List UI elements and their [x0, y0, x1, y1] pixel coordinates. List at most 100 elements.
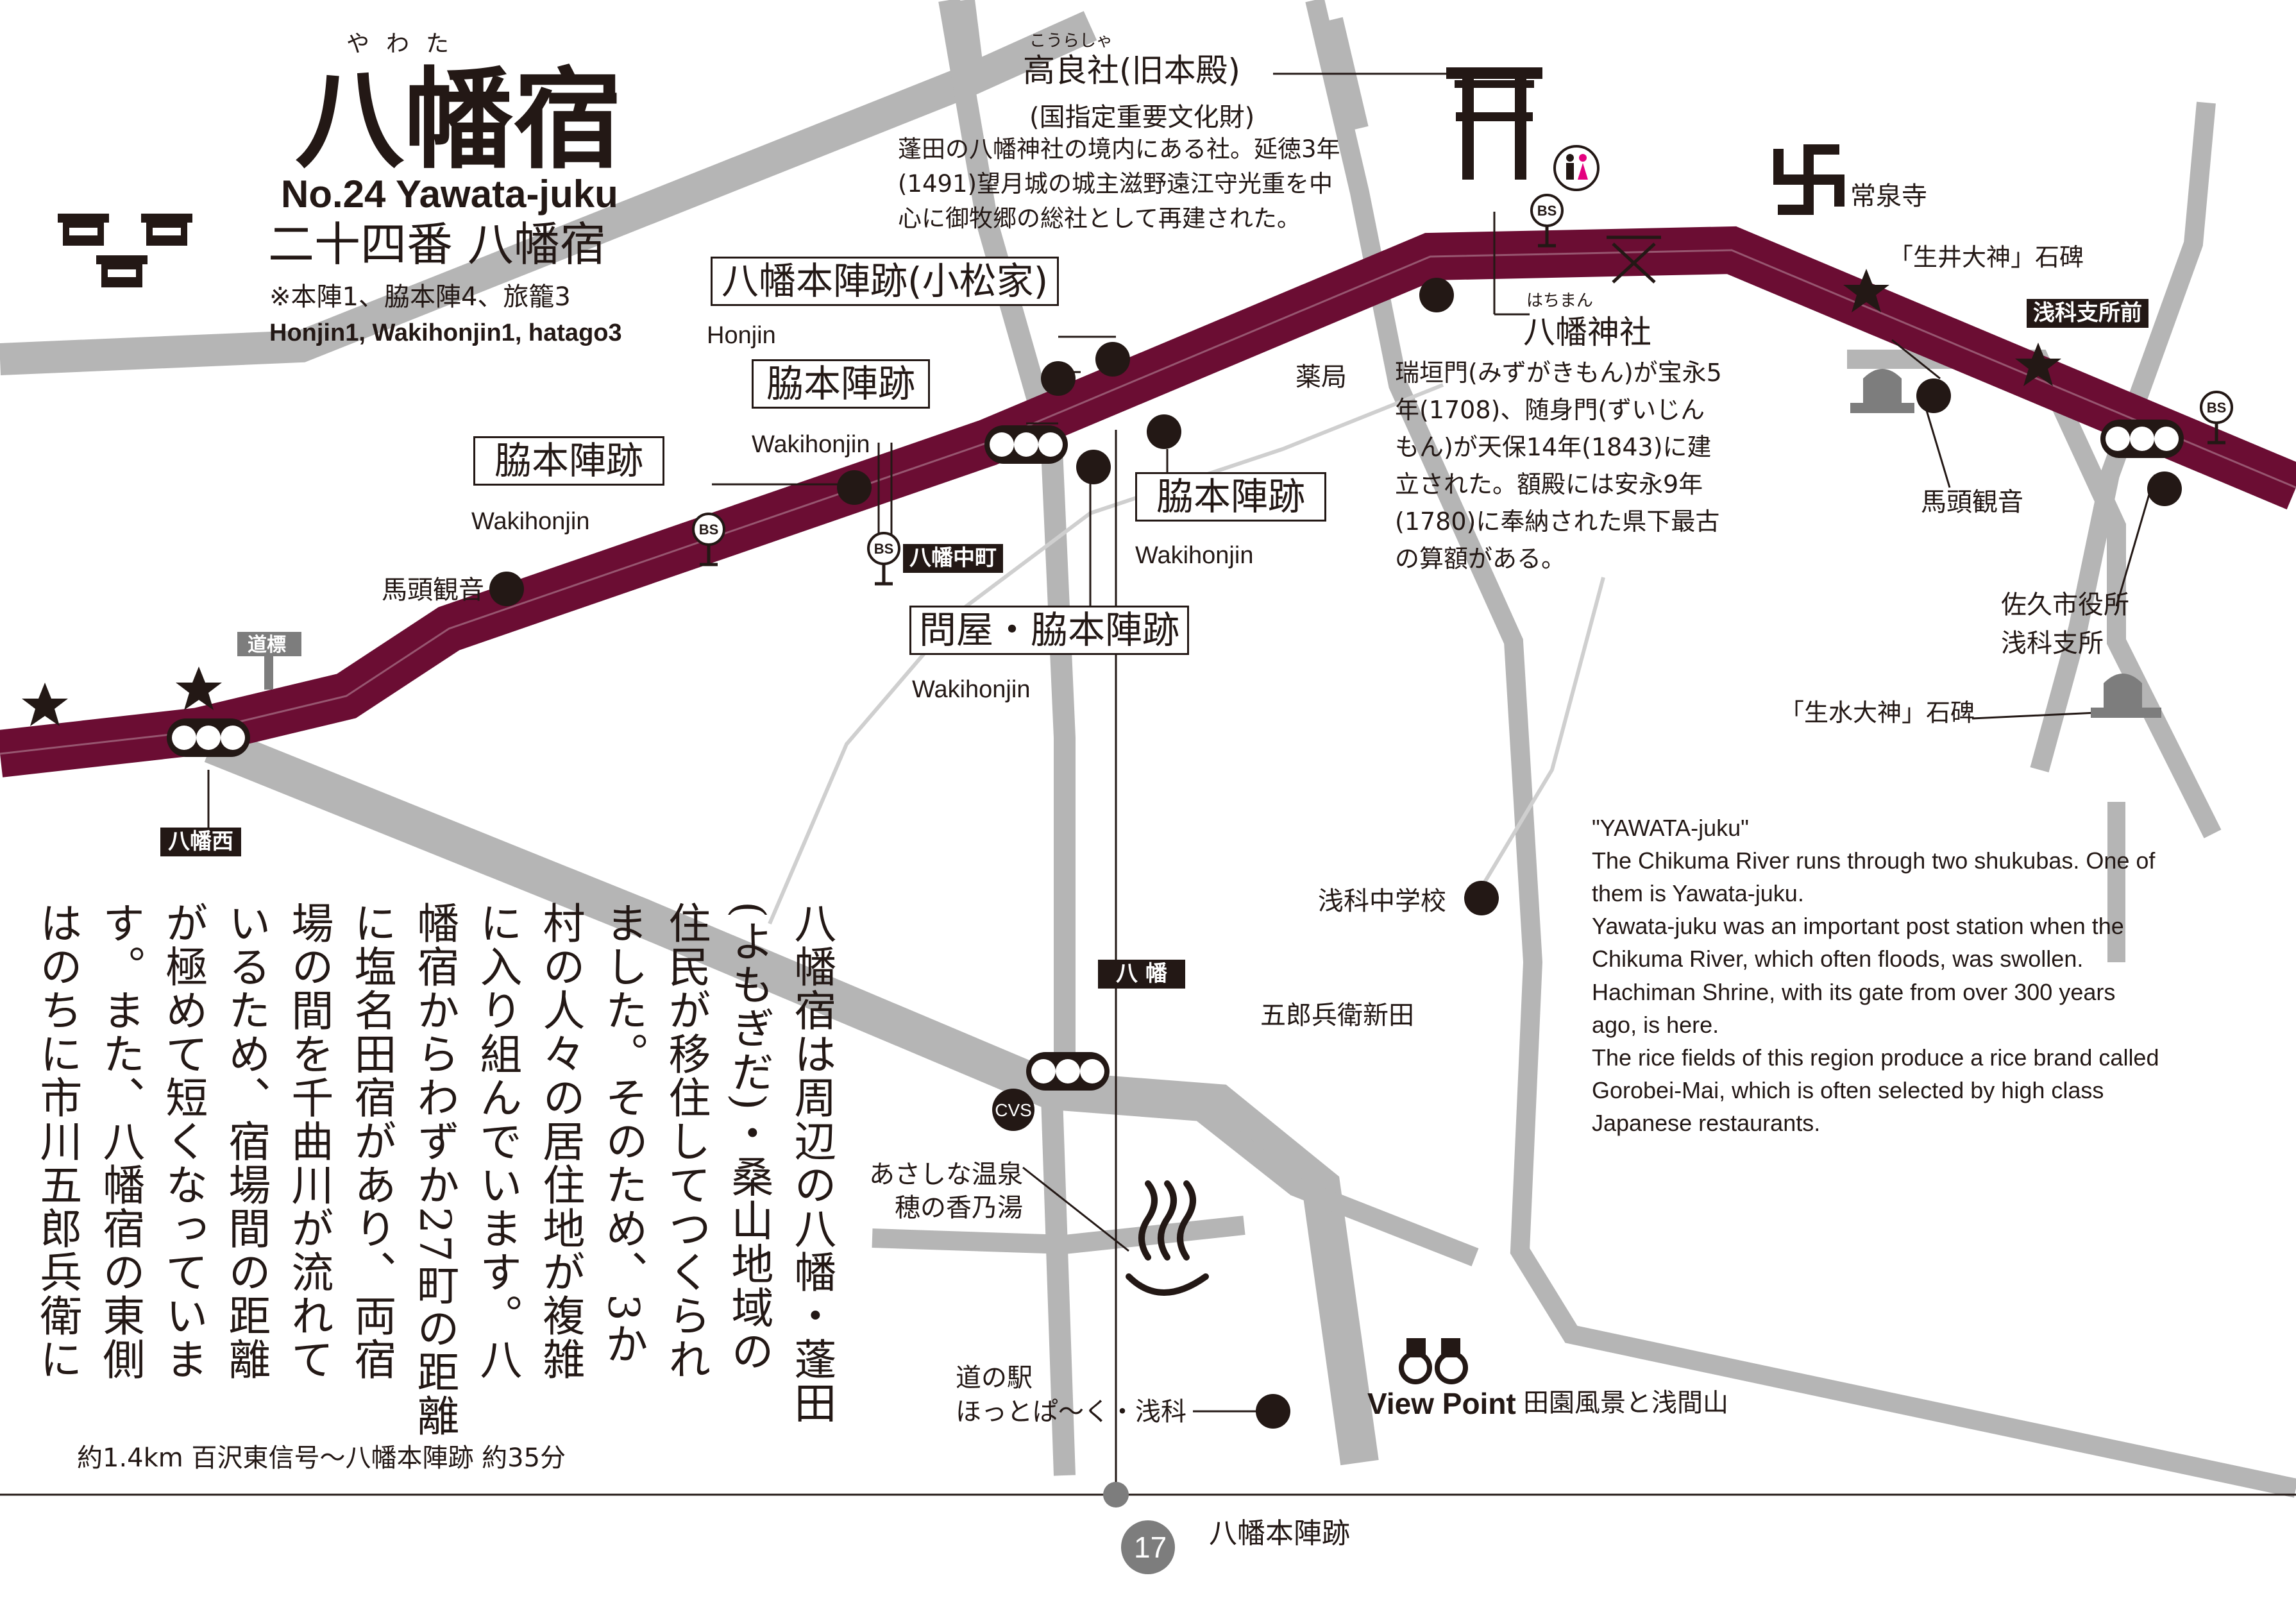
distance-note: 約1.4km 百沢東信号〜八幡本陣跡 約35分 — [77, 1443, 566, 1473]
torii-icon — [1446, 67, 1542, 180]
honjin-en: Honjin — [707, 322, 776, 349]
vertical-text-col: 住民が移住してつくられ — [661, 901, 711, 1381]
english-line: The Chikuma River runs through two shuku… — [1592, 847, 2156, 874]
wakihonjin-1-dot — [837, 470, 872, 505]
page-number-badge — [1121, 1520, 1175, 1574]
svg-text:CVS: CVS — [995, 1100, 1032, 1120]
junior-high-label: 浅科中学校 — [1318, 887, 1446, 916]
road-northwest — [0, 11, 1097, 375]
toiya-dot — [1076, 450, 1111, 484]
saku-office-label-1: 佐久市役所 — [2001, 590, 2129, 620]
vertical-text-col: が極めて短くなっていま — [158, 901, 208, 1381]
bus-stop-icon: BS — [1530, 194, 1564, 248]
hachiman-desc-2: 年(1708)、随身門(ずいじん — [1395, 396, 1705, 424]
toiya-label: 問屋・脇本陣跡 — [909, 606, 1190, 655]
bus-stop-icon: BS — [867, 532, 900, 586]
hachiman-furigana: はちまん — [1526, 291, 1594, 310]
gorobei-label: 五郎兵衛新田 — [1260, 1001, 1414, 1030]
wakihonjin-2-dot — [1041, 361, 1076, 396]
shrine-gate-mark — [1607, 235, 1661, 284]
houses-icon — [58, 214, 192, 287]
vertical-text-col: 場の間を千曲川が流れて — [284, 901, 334, 1381]
wakihonjin-en-3: Wakihonjin — [1135, 542, 1254, 569]
hachiman-desc-6: の算額がある。 — [1395, 545, 1566, 573]
wakihonjin-en-1: Wakihonjin — [471, 508, 590, 535]
hachiman-desc-3: もん)が天保14年(1843)に建 — [1395, 433, 1712, 461]
english-line: Japanese restaurants. — [1592, 1109, 1821, 1136]
shozu-sekihi-label: 「生水大神」石碑 — [1780, 699, 1975, 727]
vertical-text-col: 幡宿からわずか27町の距離 — [410, 901, 460, 1438]
english-description: "YAWATA-juku" The Chikuma River runs thr… — [1592, 811, 2284, 1139]
kouraisha-sub: (国指定重要文化財) — [1029, 103, 1255, 132]
wakihonjin-label-1: 脇本陣跡 — [473, 436, 665, 486]
kouraisha-desc-1: 蓬田の八幡神社の境内にある社。延徳3年 — [898, 135, 1340, 163]
signal-yawata-nishi — [167, 718, 250, 757]
vertical-text-col: (よもぎだ)・桑山地域の — [724, 901, 774, 1373]
kouraisha-desc-2: (1491)望月城の城主滋野遠江守光重を中 — [898, 170, 1333, 198]
batou-kannon-label: 馬頭観音 — [382, 575, 484, 605]
yakkyoku-dot — [1419, 278, 1454, 312]
road-lower — [1041, 1096, 1076, 1476]
vertical-text-col: す。また、八幡宿の東側 — [96, 901, 146, 1381]
michinoeki-label-2: ほっとぱ〜く・浅科 — [956, 1397, 1186, 1427]
vertical-text-col: に塩名田宿があり、両宿 — [347, 901, 397, 1381]
english-line: Hachiman Shrine, with its gate from over… — [1592, 978, 2116, 1005]
batou-kannon-2-dot — [1916, 378, 1951, 413]
vertical-text-col: 八幡宿は周辺の八幡・蓬田 — [787, 901, 837, 1425]
star-icon — [1843, 269, 1889, 312]
viewpoint-label: View Point — [1367, 1387, 1516, 1420]
signal-asashina — [2100, 420, 2184, 458]
kouraisha-label: 高良社(旧本殿) — [1023, 52, 1241, 89]
asashina-branch-tag: 浅科支所前 — [2027, 299, 2148, 328]
yawata-nishi-tag: 八幡西 — [160, 828, 241, 856]
star-icon — [22, 683, 68, 726]
honjin-dot — [1095, 342, 1130, 377]
wakihonjin-3-dot — [1147, 414, 1181, 449]
namai-sekihi-label: 「生井大神」石碑 — [1889, 243, 2084, 271]
svg-text:BS: BS — [1537, 203, 1557, 219]
vertical-text-col: いるため、宿場間の距離 — [221, 901, 271, 1381]
svg-text:BS: BS — [874, 541, 894, 557]
joseiji-label: 常泉寺 — [1850, 182, 1927, 211]
english-line: "YAWATA-juku" — [1592, 815, 1749, 841]
kouraisha-desc-3: 心に御牧郷の総社として再建された。 — [898, 205, 1301, 232]
road-far-east — [2030, 101, 2216, 772]
title-note-jp: ※本陣1、脇本陣4、旅籠3 — [269, 282, 571, 312]
vertical-text-col: に入り組んでいます。八 — [473, 901, 523, 1381]
footer-section: 八幡本陣跡 — [1209, 1517, 1350, 1550]
yawata-nakamachi-tag: 八幡中町 — [903, 544, 1003, 573]
binoculars-icon — [1399, 1338, 1468, 1384]
bus-stop-icon: BS — [692, 513, 725, 566]
convenience-store-icon: CVS — [992, 1089, 1034, 1131]
yawata-tag: 八 幡 — [1098, 960, 1185, 989]
saku-office-label-2: 浅科支所 — [2001, 629, 2104, 658]
english-line: The rice fields of this region produce a… — [1592, 1044, 2159, 1071]
hachiman-desc-4: 立された。額殿には安永9年 — [1395, 470, 1703, 498]
page-number: 17 — [1134, 1531, 1167, 1564]
hachiman-shrine-label: 八幡神社 — [1523, 314, 1651, 351]
kouraisha-furigana: こうらしゃ — [1029, 31, 1113, 51]
english-line: Yawata-juku was an important post statio… — [1592, 913, 2124, 940]
english-line: Chikuma River, which often floods, was s… — [1592, 946, 2084, 973]
title-note-en: Honjin1, Wakihonjin1, hatago3 — [269, 319, 622, 346]
doushirube-tag: 道標 — [248, 634, 286, 656]
title-furigana: やわた — [346, 31, 466, 57]
english-line: them is Yawata-juku. — [1592, 880, 1804, 907]
michinoeki-dot — [1256, 1394, 1290, 1429]
hachiman-desc-1: 瑞垣門(みずがきもん)が宝永5 — [1395, 359, 1722, 387]
temple-icon — [1773, 144, 1844, 215]
title-english: No.24 Yawata-juku — [281, 173, 618, 216]
signal-yawata-nakamachi — [984, 425, 1068, 464]
hot-spring-icon — [1126, 1180, 1209, 1296]
stone-monument-icon — [1850, 369, 1914, 413]
toiya-en: Wakihonjin — [912, 676, 1031, 703]
english-line: ago, is here. — [1592, 1011, 1719, 1038]
junior-high-dot — [1464, 881, 1499, 915]
english-line: Gorobei-Mai, which is often selected by … — [1592, 1076, 2104, 1103]
star-icon — [2015, 343, 2061, 386]
saku-office-dot — [2147, 471, 2182, 506]
svg-text:BS: BS — [699, 522, 719, 538]
viewpoint-desc: 田園風景と浅間山 — [1523, 1388, 1728, 1418]
